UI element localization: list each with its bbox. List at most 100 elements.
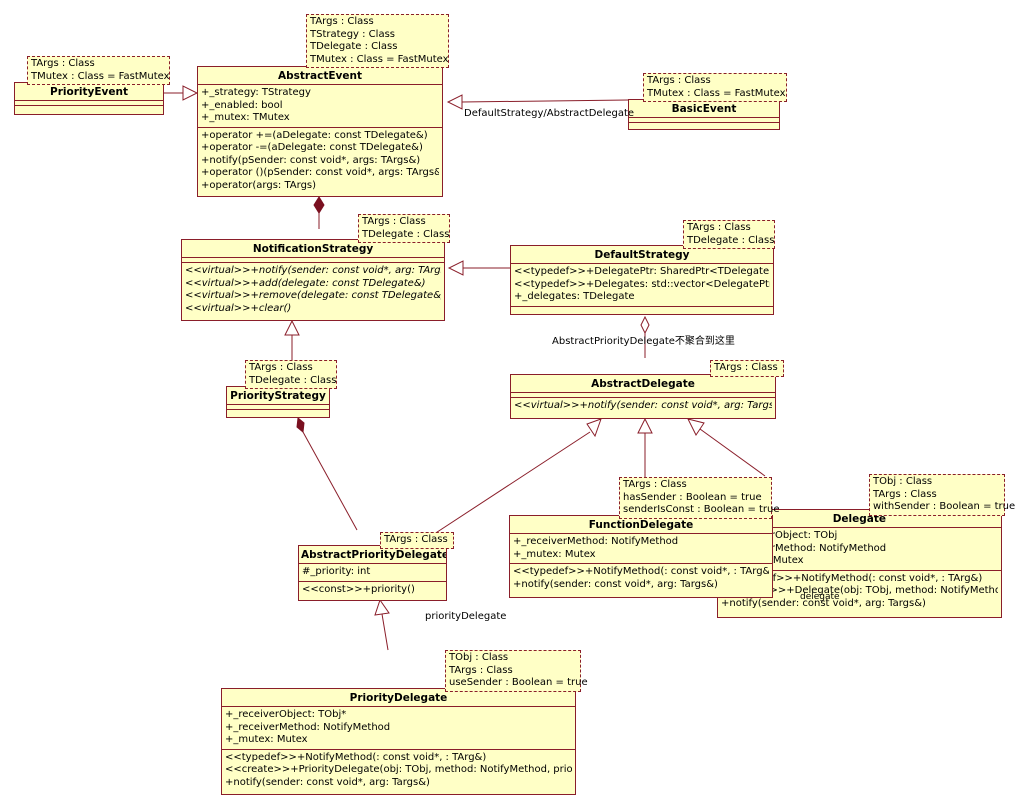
attribute: +_receiverObject: TObj* xyxy=(225,709,347,720)
class-abstract-event[interactable]: AbstractEvent +_strategy: TStrategy +_en… xyxy=(197,66,443,197)
generalization-abstract-priority-delegate xyxy=(424,431,591,541)
template-params-abstract-delegate: TArgs : Class xyxy=(710,360,784,377)
template-param: TStrategy : Class xyxy=(310,28,395,40)
template-params-priority-strategy: TArgs : Class TDelegate : Class xyxy=(245,360,337,389)
operation: +notify(sender: const void*, arg: Targs&… xyxy=(513,578,718,590)
operation: +notify(sender: const void*, arg: Targs&… xyxy=(721,597,926,609)
template-params-delegate: TObj : Class TArgs : Class withSender : … xyxy=(869,474,1016,516)
template-param: hasSender : Boolean = true xyxy=(623,491,762,503)
template-param: TArgs : Class xyxy=(623,479,687,490)
class-name: DefaultStrategy xyxy=(511,246,773,264)
attribute: +_delegates: TDelegate xyxy=(514,291,635,302)
attributes-compartment: +_receiverMethod: NotifyMethod +_mutex: … xyxy=(510,534,772,564)
operations-compartment: <<virtual>>+notify(sender: const void*, … xyxy=(511,398,775,415)
generalization-arrowhead xyxy=(586,418,602,438)
operation: <<virtual>>+remove(delegate: const TDele… xyxy=(185,290,441,301)
operation: <<create>>+PriorityDelegate(obj: TObj, m… xyxy=(225,764,572,775)
template-params-basic-event: TArgs : Class TMutex : Class = FastMutex xyxy=(643,73,787,102)
operation: +operator(args: TArgs) xyxy=(201,179,317,191)
class-default-strategy[interactable]: DefaultStrategy <<typedef>>+DelegatePtr:… xyxy=(510,245,774,315)
template-param: TArgs : Class xyxy=(362,216,426,227)
attribute: <<typedef>>+Delegates: std::vector<Deleg… xyxy=(514,278,770,290)
template-param: TDelegate : Class xyxy=(249,374,337,386)
generalization-arrowhead xyxy=(637,417,653,434)
template-param: useSender : Boolean = true xyxy=(449,677,588,688)
template-param: TArgs : Class xyxy=(310,16,374,27)
class-function-delegate[interactable]: FunctionDelegate +_receiverMethod: Notif… xyxy=(509,515,773,598)
generalization-basic-event xyxy=(461,99,629,103)
attribute: +_mutex: TMutex xyxy=(201,112,290,123)
class-priority-strategy[interactable]: PriorityStrategy xyxy=(226,386,330,418)
class-name: FunctionDelegate xyxy=(510,516,772,534)
generalization-arrowhead xyxy=(182,85,199,101)
attributes-compartment: <<typedef>>+DelegatePtr: SharedPtr<TDele… xyxy=(511,264,773,307)
attribute: +_receiverObject: TObj xyxy=(721,530,838,541)
class-name: BasicEvent xyxy=(629,100,779,118)
class-name: NotificationStrategy xyxy=(182,240,444,258)
template-param: TArgs : Class xyxy=(714,362,778,373)
aggregation-diamond xyxy=(640,315,650,335)
attribute: +_mutex: Mutex xyxy=(513,548,596,560)
class-name: PriorityDelegate xyxy=(222,689,575,707)
operations-compartment xyxy=(629,123,779,127)
attribute: +_strategy: TStrategy xyxy=(201,87,311,98)
template-param: TDelegate : Class xyxy=(310,41,398,52)
operation: <<typedef>>+NotifyMethod(: const void*, … xyxy=(513,566,769,577)
operation: <<virtual>>+add(delegate: const TDelegat… xyxy=(185,277,426,289)
operation: +operator -=(aDelegate: const TDelegate&… xyxy=(201,142,423,153)
operation: +operator +=(aDelegate: const TDelegate&… xyxy=(201,129,428,141)
generalization-arrowhead xyxy=(284,319,300,336)
attributes-compartment: +_strategy: TStrategy +_enabled: bool +_… xyxy=(198,85,442,128)
attributes-compartment xyxy=(227,405,329,410)
class-abstract-delegate[interactable]: AbstractDelegate <<virtual>>+notify(send… xyxy=(510,374,776,419)
template-param: TDelegate : Class xyxy=(687,234,775,246)
operations-compartment xyxy=(227,410,329,414)
template-param: TArgs : Class xyxy=(31,58,95,69)
template-param: TArgs : Class xyxy=(873,488,937,500)
operations-compartment: +operator +=(aDelegate: const TDelegate&… xyxy=(198,128,442,195)
attribute: +_mutex: Mutex xyxy=(225,734,308,745)
attributes-compartment xyxy=(511,393,775,398)
template-params-abstract-priority-delegate: TArgs : Class xyxy=(380,532,454,549)
template-param: withSender : Boolean = true xyxy=(873,501,1016,512)
template-param: senderIsConst : Boolean = true xyxy=(623,504,780,515)
composition-diamond xyxy=(296,417,305,433)
operations-compartment: <<typedef>>+NotifyMethod(: const void*, … xyxy=(718,571,1001,613)
operations-compartment: <<typedef>>+NotifyMethod(: const void*, … xyxy=(222,750,575,792)
class-priority-delegate[interactable]: PriorityDelegate +_receiverObject: TObj*… xyxy=(221,688,576,795)
attributes-compartment xyxy=(182,258,444,263)
template-param: TArgs : Class xyxy=(249,362,313,373)
class-basic-event[interactable]: BasicEvent xyxy=(628,99,780,130)
generalization-arrowhead xyxy=(447,260,464,276)
composition-diamond xyxy=(313,196,325,214)
attributes-compartment xyxy=(15,101,163,106)
attributes-compartment: +_receiverObject: TObj* +_receiverMethod… xyxy=(222,707,575,750)
binding-label-basic-event: DefaultStrategy/AbstractDelegate xyxy=(464,108,635,119)
operation: <<virtual>>+clear() xyxy=(185,302,292,314)
template-param: TMutex : Class = FastMutex xyxy=(647,87,786,99)
generalization-priority-delegate xyxy=(381,613,389,651)
template-param: TArgs : Class xyxy=(384,534,448,545)
template-params-abstract-event: TArgs : Class TStrategy : Class TDelegat… xyxy=(306,14,449,68)
operations-compartment: <<const>>+priority() xyxy=(299,582,446,599)
attribute: +_receiverMethod: NotifyMethod xyxy=(225,721,391,733)
composition-priority-strategy xyxy=(302,431,358,531)
class-abstract-priority-delegate[interactable]: AbstractPriorityDelegate #_priority: int… xyxy=(298,545,447,601)
template-param: TArgs : Class xyxy=(647,75,711,86)
class-priority-event[interactable]: PriorityEvent xyxy=(14,82,164,115)
class-name: PriorityStrategy xyxy=(227,387,329,405)
template-params-priority-event: TArgs : Class TMutex : Class = FastMutex xyxy=(27,56,170,85)
attribute: #_priority: int xyxy=(302,566,371,577)
attribute: +_enabled: bool xyxy=(201,99,283,111)
attribute: +_receiverMethod: NotifyMethod xyxy=(721,542,887,554)
operation: <<create>>+Delegate(obj: TObj, method: N… xyxy=(721,585,998,596)
operations-compartment xyxy=(511,307,773,311)
operation: +notify(pSender: const void*, args: TArg… xyxy=(201,154,421,166)
attributes-compartment xyxy=(629,118,779,123)
class-name: AbstractPriorityDelegate xyxy=(299,546,446,564)
generalization-delegate xyxy=(699,428,766,477)
class-notification-strategy[interactable]: NotificationStrategy <<virtual>>+notify(… xyxy=(181,239,445,321)
operation: +operator ()(pSender: const void*, args:… xyxy=(201,167,439,178)
template-params-function-delegate: TArgs : Class hasSender : Boolean = true… xyxy=(619,477,780,519)
template-params-notification-strategy: TArgs : Class TDelegate : Class xyxy=(358,214,450,243)
